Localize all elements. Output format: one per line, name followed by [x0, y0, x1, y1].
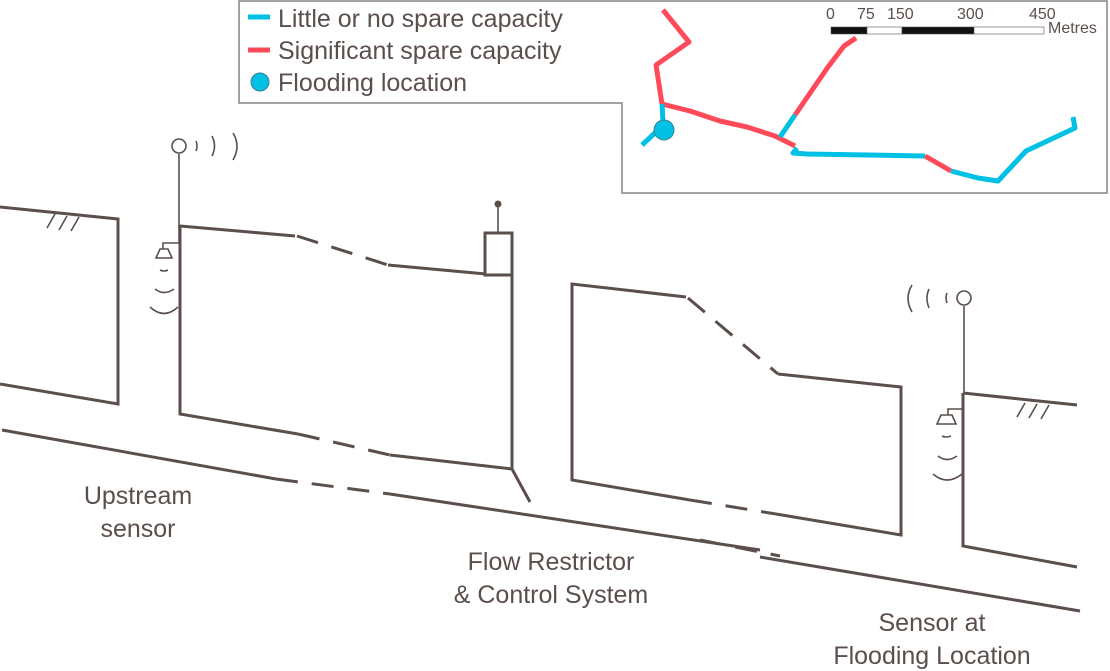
- restrictor-wall: [510, 275, 532, 503]
- scale-segment-black: [901, 26, 975, 35]
- pipe-significant-capacity: [661, 101, 797, 149]
- chamber-middle-outline: [570, 282, 691, 502]
- legend-item-flooding-location: Flooding location: [250, 69, 467, 97]
- upstream-sensor-icon: [149, 132, 238, 315]
- sewer-cross-section: [0, 132, 1081, 613]
- pipe-crown-line: [387, 263, 487, 276]
- scale-tick-label: 450: [1029, 6, 1056, 23]
- flooding-location-marker: [653, 119, 675, 141]
- scale-bar: 0 75 150 300 450 Metres: [826, 6, 1097, 37]
- caption-line: & Control System: [454, 581, 649, 609]
- chamber-flooding-outline: [962, 391, 1078, 407]
- pipe-little-capacity: [950, 116, 1078, 184]
- caption-line: sensor: [100, 515, 175, 543]
- scale-segment-white: [973, 26, 1045, 35]
- scale-segment-black: [830, 26, 868, 35]
- ultrasonic-wave-icon: [149, 269, 179, 315]
- pipe-crown-line: [179, 224, 296, 238]
- caption-flooding-sensor: Sensor at Flooding Location: [833, 609, 1030, 670]
- scale-tick-label: 0: [826, 6, 835, 23]
- legend-label: Flooding location: [278, 69, 467, 97]
- flow-restrictor-box: [483, 231, 514, 277]
- pipe-significant-capacity: [653, 8, 692, 105]
- scale-tick-label: 150: [887, 6, 914, 23]
- pipe-invert-dashed: [297, 432, 391, 457]
- pipe-significant-capacity: [792, 35, 858, 117]
- pipe-little-capacity: [790, 146, 926, 159]
- ground-hatch-icon: [46, 213, 80, 232]
- chamber-left-outline: [0, 205, 120, 406]
- pipe-little-capacity: [640, 130, 658, 147]
- legend-label: Little or no spare capacity: [278, 5, 563, 33]
- caption-line: Flooding Location: [833, 642, 1030, 670]
- sewer-base-line: [389, 492, 761, 552]
- wireless-signal-icon: [907, 284, 948, 313]
- pipe-little-capacity: [659, 103, 666, 123]
- pipe-significant-capacity: [923, 153, 953, 174]
- caption-line: Flow Restrictor: [468, 548, 635, 576]
- sewer-base-dashed: [275, 477, 391, 496]
- pipe-crown-line: [775, 372, 903, 537]
- scale-tick-label: 75: [857, 6, 875, 23]
- legend: Little or no spare capacity Significant …: [248, 5, 563, 97]
- caption-line: Sensor at: [878, 609, 985, 637]
- caption-line: Upstream: [84, 482, 192, 510]
- scale-segment-white: [866, 26, 903, 35]
- sensor-antenna-icon: [956, 290, 972, 306]
- sewer-base-line: [1, 428, 277, 481]
- ultrasonic-sensor-head-icon: [154, 248, 174, 259]
- caption-flow-restrictor: Flow Restrictor & Control System: [454, 548, 649, 609]
- pipe-crown-dashed: [687, 296, 779, 376]
- sensor-antenna-icon: [171, 138, 187, 154]
- sewer-base-dashed: [699, 538, 781, 558]
- sewer-network-map: [640, 8, 1078, 184]
- scale-unit: Metres: [1048, 20, 1097, 37]
- scale-tick-label: 300: [957, 6, 984, 23]
- ultrasonic-wave-icon: [932, 435, 963, 481]
- ground-hatch-icon: [1016, 402, 1050, 420]
- pipe-crown-dashed: [296, 234, 389, 267]
- flooding-sensor-icon: [907, 284, 972, 481]
- pipe-little-capacity: [777, 113, 798, 139]
- ultrasonic-sensor-head-icon: [935, 414, 958, 425]
- pipe-invert-dashed: [689, 498, 777, 516]
- pipe-invert-line: [389, 453, 513, 471]
- legend-item-significant-capacity: Significant spare capacity: [248, 37, 562, 65]
- restrictor-antenna-tip: [494, 200, 502, 208]
- flooding-location-icon: [250, 72, 270, 92]
- chamber-flooding-wall: [961, 393, 1078, 569]
- map-inset-frame: [238, 0, 1108, 194]
- sensor-bracket: [162, 242, 179, 249]
- wireless-signal-icon: [195, 132, 238, 161]
- chamber-upstream-outline: [178, 225, 299, 436]
- legend-item-little-capacity: Little or no spare capacity: [248, 5, 563, 33]
- legend-label: Significant spare capacity: [278, 37, 562, 65]
- caption-upstream-sensor: Upstream sensor: [84, 482, 192, 543]
- sensor-bracket: [947, 408, 964, 415]
- sewer-base-line: [759, 555, 1081, 613]
